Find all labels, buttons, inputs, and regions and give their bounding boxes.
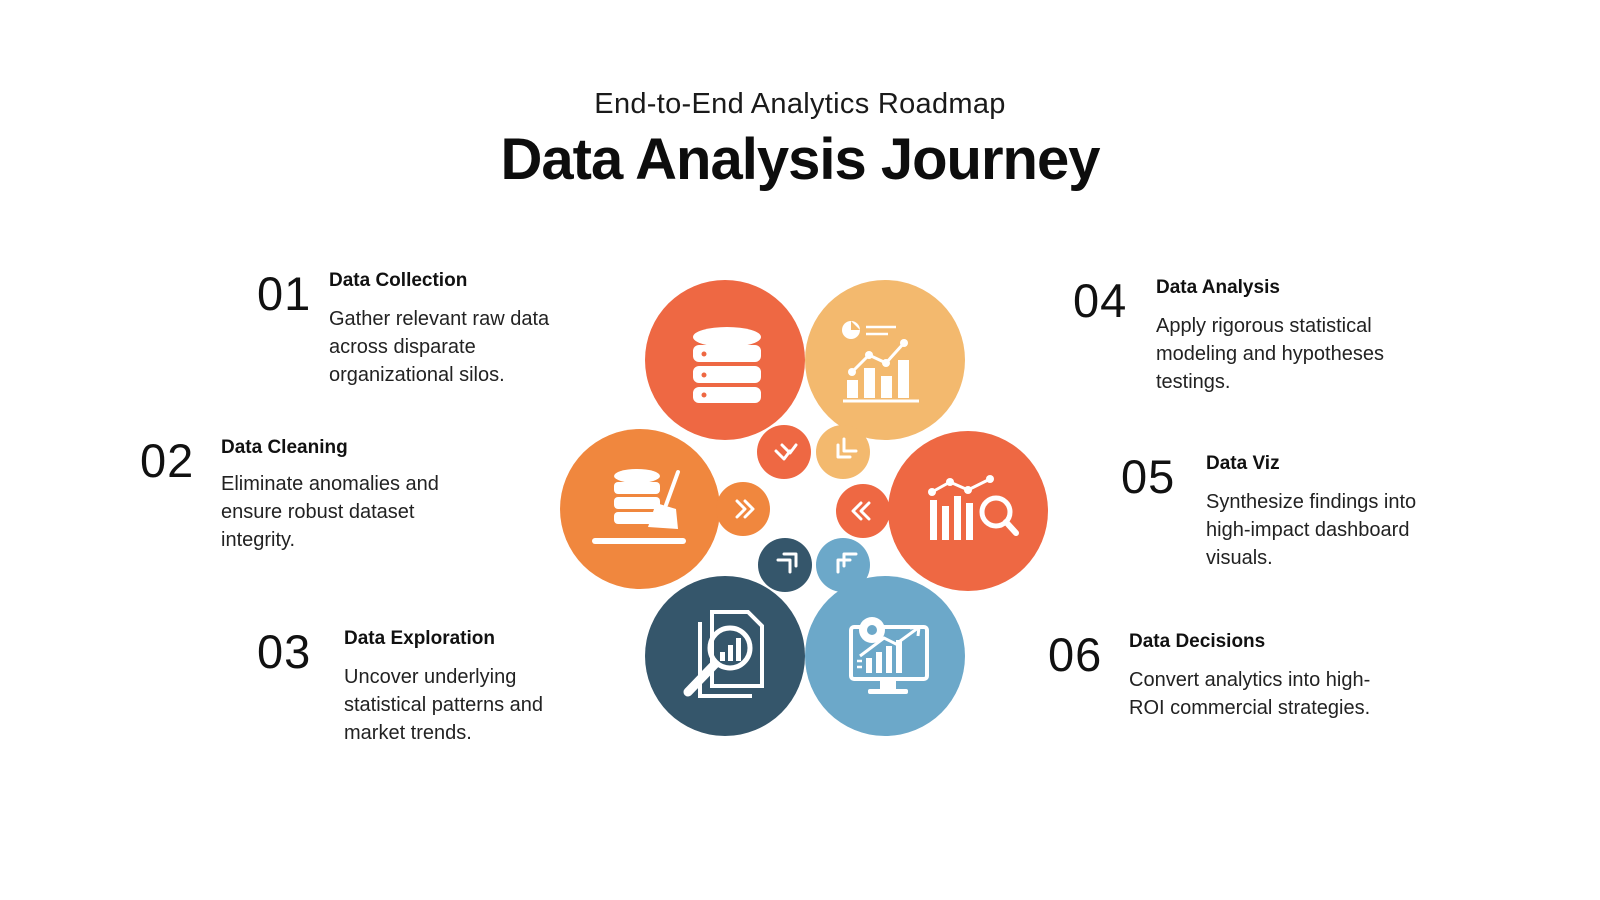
diagram-title: Data Analysis Journey xyxy=(500,127,1101,192)
database-icon xyxy=(693,327,761,403)
step-number: 06 xyxy=(1048,628,1103,681)
petal-04 xyxy=(805,280,965,479)
document-magnifier-icon xyxy=(683,610,764,698)
chart-magnifier-icon xyxy=(928,475,1019,540)
petal-05 xyxy=(836,431,1048,591)
diagram-subtitle: End-to-End Analytics Roadmap xyxy=(594,88,1006,120)
step-title: Data Collection xyxy=(329,270,468,291)
petal-03 xyxy=(645,538,812,736)
petal-02 xyxy=(560,429,770,589)
petal-06 xyxy=(805,538,965,736)
step-number: 05 xyxy=(1121,450,1176,503)
step-title: Data Exploration xyxy=(344,628,495,649)
database-broom-icon xyxy=(592,469,686,544)
step-description: Uncover underlying statistical patterns … xyxy=(344,666,543,744)
step-title: Data Cleaning xyxy=(221,437,348,458)
double-chevron-icon xyxy=(774,443,798,461)
monitor-growth-icon xyxy=(849,617,929,694)
step-description: Convert analytics into high-ROI commerci… xyxy=(1129,669,1371,719)
double-chevron-icon xyxy=(776,552,798,574)
step-number: 03 xyxy=(257,625,312,678)
bar-line-chart-icon xyxy=(842,321,919,403)
petal-01 xyxy=(645,280,811,479)
double-chevron-icon xyxy=(836,437,858,459)
step-title: Data Analysis xyxy=(1156,277,1280,298)
step-title: Data Viz xyxy=(1206,453,1280,474)
step-description: Synthesize findings into high-impact das… xyxy=(1206,491,1417,569)
double-chevron-icon xyxy=(851,501,871,521)
double-chevron-icon xyxy=(735,499,755,519)
step-number: 04 xyxy=(1073,274,1128,327)
step-description: Apply rigorous statistical modeling and … xyxy=(1156,315,1384,393)
step-number: 01 xyxy=(257,267,312,320)
step-description: Gather relevant raw data across disparat… xyxy=(329,308,550,386)
step-description: Eliminate anomalies and ensure robust da… xyxy=(221,473,439,551)
double-chevron-icon xyxy=(836,552,858,574)
step-title: Data Decisions xyxy=(1129,631,1266,652)
step-number: 02 xyxy=(140,434,195,487)
